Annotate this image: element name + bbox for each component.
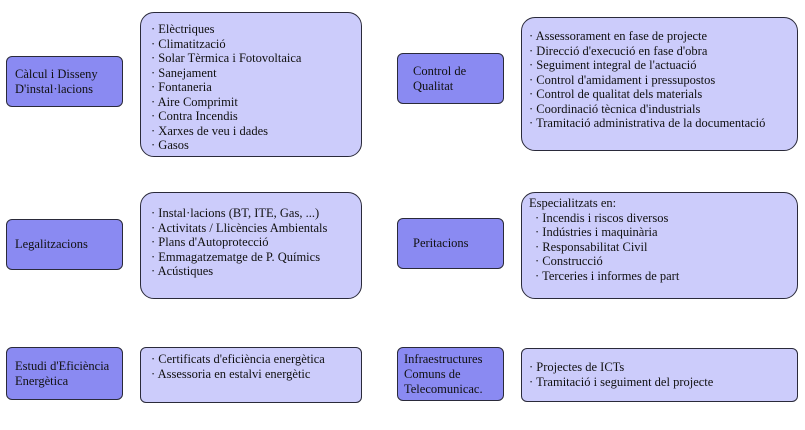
category-telecomunicacions: Infraestructures Comuns de Telecomunicac… [397,347,504,401]
list-item: Aire Comprimit [151,95,351,110]
list-control-qualitat: Assessorament en fase de projecte Direcc… [521,17,798,151]
list-item: Acústiques [151,264,351,279]
category-label: Càlcul i Disseny D'instal·lacions [15,66,98,96]
list-item: Xarxes de veu i dades [151,124,351,139]
category-label: Control de Qualitat [413,63,467,93]
list-item: Climatització [151,37,351,52]
list-item: Control de qualitat dels materials [529,87,787,102]
list-item: Tramitació administrativa de la document… [529,116,787,131]
list-item: Fontaneria [151,80,351,95]
category-eficiencia-energetica: Estudi d'Eficiència Energètica [6,347,123,400]
list-calcul-disseny: Elèctriques Climatització Solar Tèrmica … [140,12,362,157]
category-control-qualitat: Control de Qualitat [397,53,504,104]
list-peritacions: Especialitzats en: Incendis i riscos div… [521,192,798,299]
list-item: Construcció [529,254,787,269]
list-item: Elèctriques [151,22,351,37]
category-label: Peritacions [413,236,469,250]
category-label: Infraestructures Comuns de Telecomunicac… [404,351,483,396]
list-item: Gasos [151,138,351,153]
list-item: Indústries i maquinària [529,225,787,240]
list-item: Assessorament en fase de projecte [529,29,787,44]
category-label: Legalitzacions [15,237,88,251]
list-item: Terceries i informes de part [529,269,787,284]
list-item: Emmagatzematge de P. Químics [151,250,351,265]
category-peritacions: Peritacions [397,218,504,269]
list-item: Incendis i riscos diversos [529,211,787,226]
list-intro: Especialitzats en: [529,196,617,210]
list-item: Plans d'Autoprotecció [151,235,351,250]
list-item: Coordinació tècnica d'industrials [529,102,787,117]
list-item: Control d'amidament i pressupostos [529,73,787,88]
list-legalitzacions: Instal·lacions (BT, ITE, Gas, ...) Activ… [140,192,362,299]
list-item: Instal·lacions (BT, ITE, Gas, ...) [151,206,351,221]
list-item: Tramitació i seguiment del projecte [529,375,787,390]
list-item: Contra Incendis [151,109,351,124]
list-item: Solar Tèrmica i Fotovoltaica [151,51,351,66]
list-item: Responsabilitat Civil [529,240,787,255]
list-item: Certificats d'eficiència energètica [151,352,351,367]
list-item: Assessoria en estalvi energètic [151,367,351,382]
list-eficiencia-energetica: Certificats d'eficiència energètica Asse… [140,347,362,403]
list-item: Sanejament [151,66,351,81]
list-item: Seguiment integral de l'actuació [529,58,787,73]
category-calcul-disseny: Càlcul i Disseny D'instal·lacions [6,56,123,107]
list-item: Projectes de ICTs [529,360,787,375]
list-item: Direcció d'execució en fase d'obra [529,44,787,59]
category-label: Estudi d'Eficiència Energètica [15,358,110,388]
category-legalitzacions: Legalitzacions [6,219,123,270]
list-item: Activitats / Llicències Ambientals [151,221,351,236]
list-telecomunicacions: Projectes de ICTs Tramitació i seguiment… [521,348,798,402]
